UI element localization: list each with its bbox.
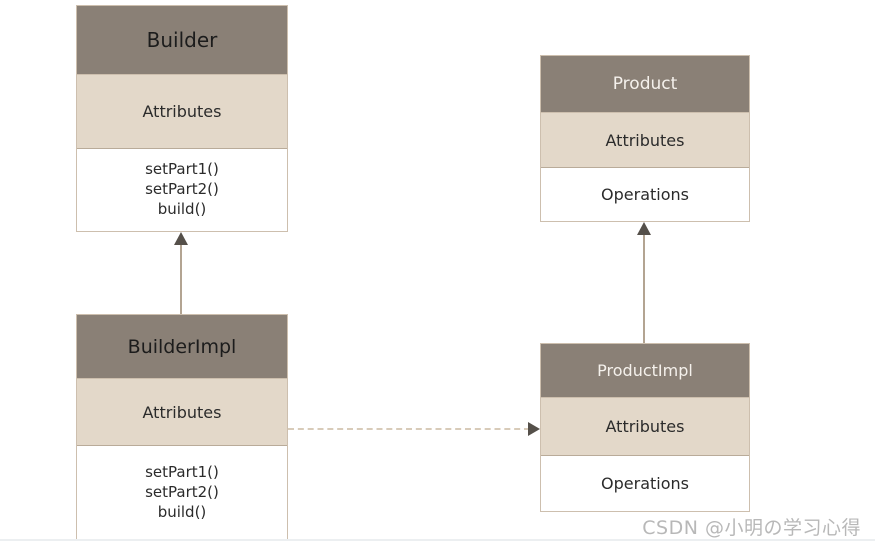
uml-class-builder-attributes: Attributes (77, 75, 287, 149)
dependency-line-builderimpl-productimpl (288, 428, 530, 430)
uml-class-builder-impl[interactable]: BuilderImpl Attributes setPart1() setPar… (76, 314, 288, 541)
uml-class-builder-operations: setPart1() setPart2() build() (77, 149, 287, 231)
uml-class-product-title: Product (541, 56, 749, 113)
bottom-edge-strip (0, 539, 875, 541)
uml-class-builder-impl-attributes: Attributes (77, 379, 287, 446)
generalization-line-product (643, 233, 645, 343)
uml-class-product-impl-title: ProductImpl (541, 344, 749, 398)
uml-class-product-attributes: Attributes (541, 113, 749, 168)
uml-class-product-impl-operations: Operations (541, 456, 749, 511)
uml-class-builder-impl-title: BuilderImpl (77, 315, 287, 379)
uml-class-builder[interactable]: Builder Attributes setPart1() setPart2()… (76, 5, 288, 232)
generalization-arrowhead-builder-icon (174, 232, 188, 245)
uml-class-product-operations: Operations (541, 168, 749, 221)
generalization-line-builder (180, 243, 182, 314)
generalization-arrowhead-product-icon (637, 222, 651, 235)
uml-class-builder-title: Builder (77, 6, 287, 75)
csdn-watermark: CSDN @小明の学习心得 (642, 517, 861, 539)
uml-class-product-impl[interactable]: ProductImpl Attributes Operations (540, 343, 750, 512)
uml-class-product-impl-attributes: Attributes (541, 398, 749, 456)
uml-class-product[interactable]: Product Attributes Operations (540, 55, 750, 222)
uml-class-builder-impl-operations: setPart1() setPart2() build() (77, 446, 287, 540)
dependency-arrowhead-icon (528, 422, 540, 436)
